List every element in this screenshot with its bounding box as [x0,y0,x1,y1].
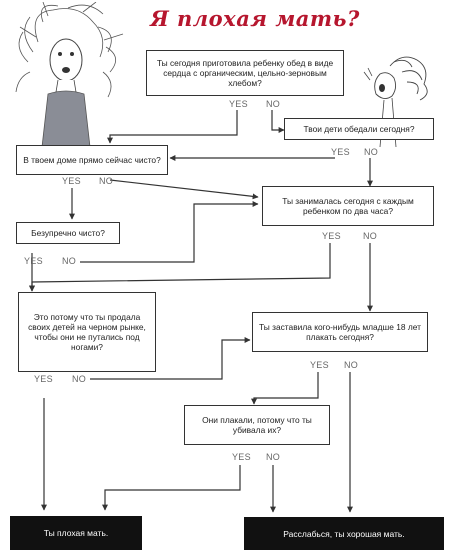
q1-yes-label: YES [229,99,248,109]
question-black-market: Это потому что ты продала своих детей на… [18,292,156,372]
q4-yes-label: YES [322,231,341,241]
q5-yes-label: YES [24,256,43,266]
q2-no-label: NO [364,147,379,157]
q8-yes-label: YES [232,452,251,462]
question-killing: Они плакали, потому что ты убивала их? [184,405,330,445]
q4-no-label: NO [363,231,378,241]
q5-no-label: NO [62,256,77,266]
q3-no-label: NO [99,176,114,186]
q6-yes-label: YES [34,374,53,384]
question-house-clean: В твоем доме прямо сейчас чисто? [16,145,168,175]
q3-yes-label: YES [62,176,81,186]
q8-no-label: NO [266,452,281,462]
question-two-hours: Ты занималась сегодня с каждым ребенком … [262,186,434,226]
q7-no-label: NO [344,360,359,370]
q1-no-label: NO [266,99,281,109]
page-title: Я плохая мать? [150,6,360,31]
stressed-woman-left-illustration [15,2,124,147]
q6-no-label: NO [72,374,87,384]
question-spotless: Безупречно чисто? [16,222,120,244]
question-kids-ate: Твои дети обедали сегодня? [284,118,434,140]
question-made-cry: Ты заставила кого-нибудь младше 18 лет п… [252,312,428,352]
outcome-good-mother: Расслабься, ты хорошая мать. [244,517,444,550]
outcome-bad-mother: Ты плохая мать. [10,516,142,550]
stressed-woman-right-illustration [363,56,428,147]
q2-yes-label: YES [331,147,350,157]
question-heart-lunch: Ты сегодня приготовила ребенку обед в ви… [146,50,344,96]
q7-yes-label: YES [310,360,329,370]
